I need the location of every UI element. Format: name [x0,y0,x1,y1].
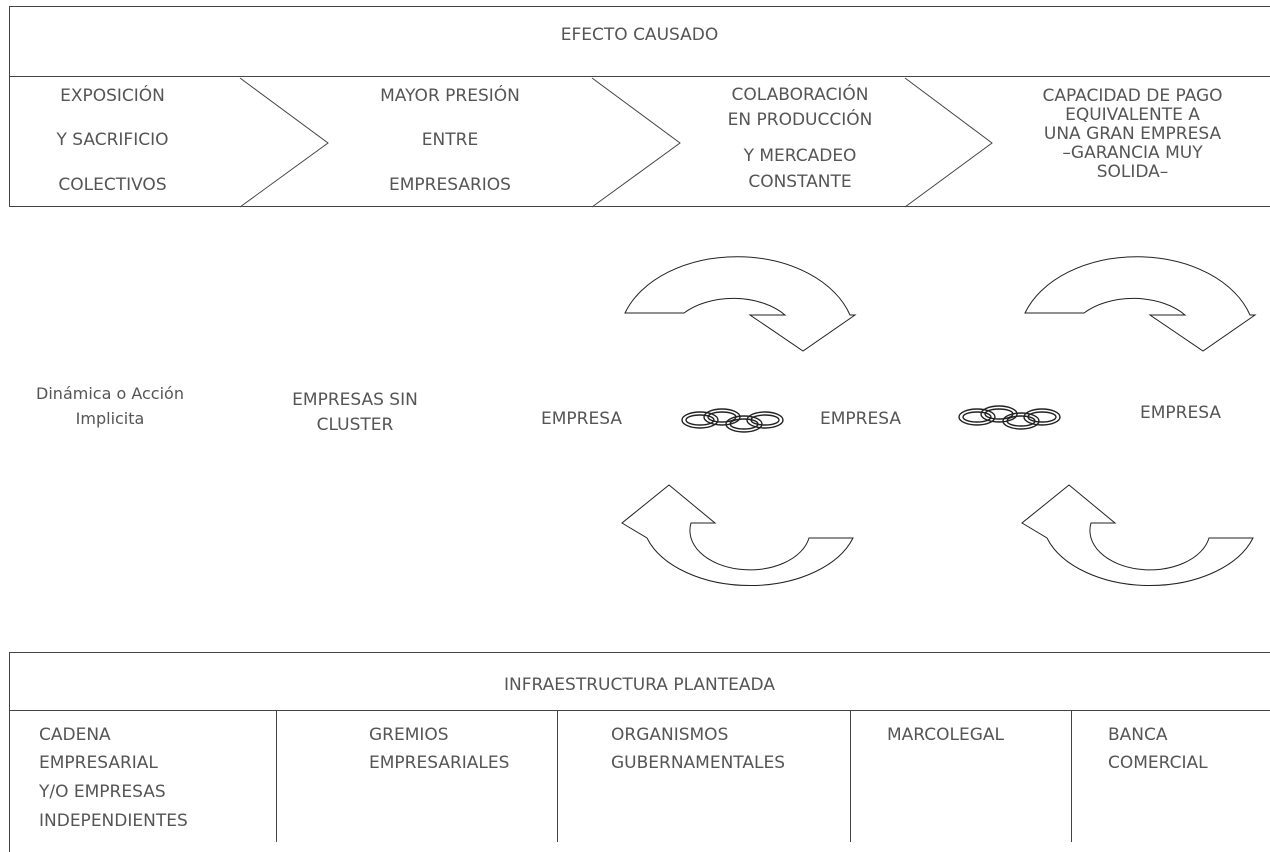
infra1-line-4: INDEPENDIENTES [39,811,188,831]
infra3-line-1: ORGANISMOS [611,725,729,745]
step3-line-1: COLABORACIÓN [731,85,869,105]
no-cluster-line-1: EMPRESAS SIN [292,390,418,410]
infra2-line-1: GREMIOS [369,725,449,745]
step4-line-4: –GARANCIA MUY [1062,143,1203,163]
infra5-line-1: BANCA [1108,725,1168,745]
step2-line-2: ENTRE [421,130,479,150]
infra-col-divider-2 [557,710,558,842]
step3-line-2: EN PRODUCCIÓN [727,110,873,130]
infra1-line-3: Y/O EMPRESAS [39,782,166,802]
infra-col-divider-4 [1071,710,1072,842]
cycle-arrow-bottom-1 [621,484,854,587]
step4-line-3: UNA GRAN EMPRESA [1043,124,1222,144]
step4-line-1: CAPACIDAD DE PAGO [1042,86,1223,106]
step3-line-3: Y MERCADEO [743,146,857,166]
infra3-line-2: GUBERNAMENTALES [611,753,786,773]
cycle-arrow-top-2 [1024,256,1257,352]
step2-line-3: EMPRESARIOS [389,175,511,195]
company-1: EMPRESA [541,409,622,429]
effect-table [9,6,1270,207]
chain-icon-1 [681,408,784,433]
infra1-line-2: EMPRESARIAL [39,753,158,773]
step1-line-1: EXPOSICIÓN [60,86,165,106]
cycle-arrow-top-1 [624,256,857,352]
infra-header-divider [9,710,1270,711]
company-3: EMPRESA [1140,403,1221,423]
step1-line-3: COLECTIVOS [58,175,167,195]
chevron-1 [239,77,329,208]
chevron-2 [591,77,681,208]
chevron-3 [904,77,993,208]
company-2: EMPRESA [820,409,901,429]
step1-line-2: Y SACRIFICIO [56,130,169,150]
dynamics-label-line-1: Dinámica o Acción [36,384,184,403]
dynamics-label-line-2: Implicita [75,409,145,428]
infra-col-divider-1 [276,710,277,842]
infra4-line-1: MARCOLEGAL [887,725,1004,745]
infra1-line-1: CADENA [39,725,111,745]
effect-header-divider [9,76,1270,77]
cycle-arrow-bottom-2 [1021,484,1254,587]
infra5-line-2: COMERCIAL [1108,753,1208,773]
chain-icon-2 [958,405,1061,430]
step4-line-2: EQUIVALENTE A [1065,105,1200,125]
effect-header: EFECTO CAUSADO [560,25,719,45]
step3-line-4: CONSTANTE [748,172,852,192]
infrastructure-table [9,652,1270,852]
infra2-line-2: EMPRESARIALES [369,753,510,773]
infra-col-divider-3 [850,710,851,842]
step2-line-1: MAYOR PRESIÓN [380,86,520,106]
infrastructure-header: INFRAESTRUCTURA PLANTEADA [504,675,775,695]
no-cluster-line-2: CLUSTER [316,415,394,435]
step4-line-5: SOLIDA– [1096,162,1169,182]
